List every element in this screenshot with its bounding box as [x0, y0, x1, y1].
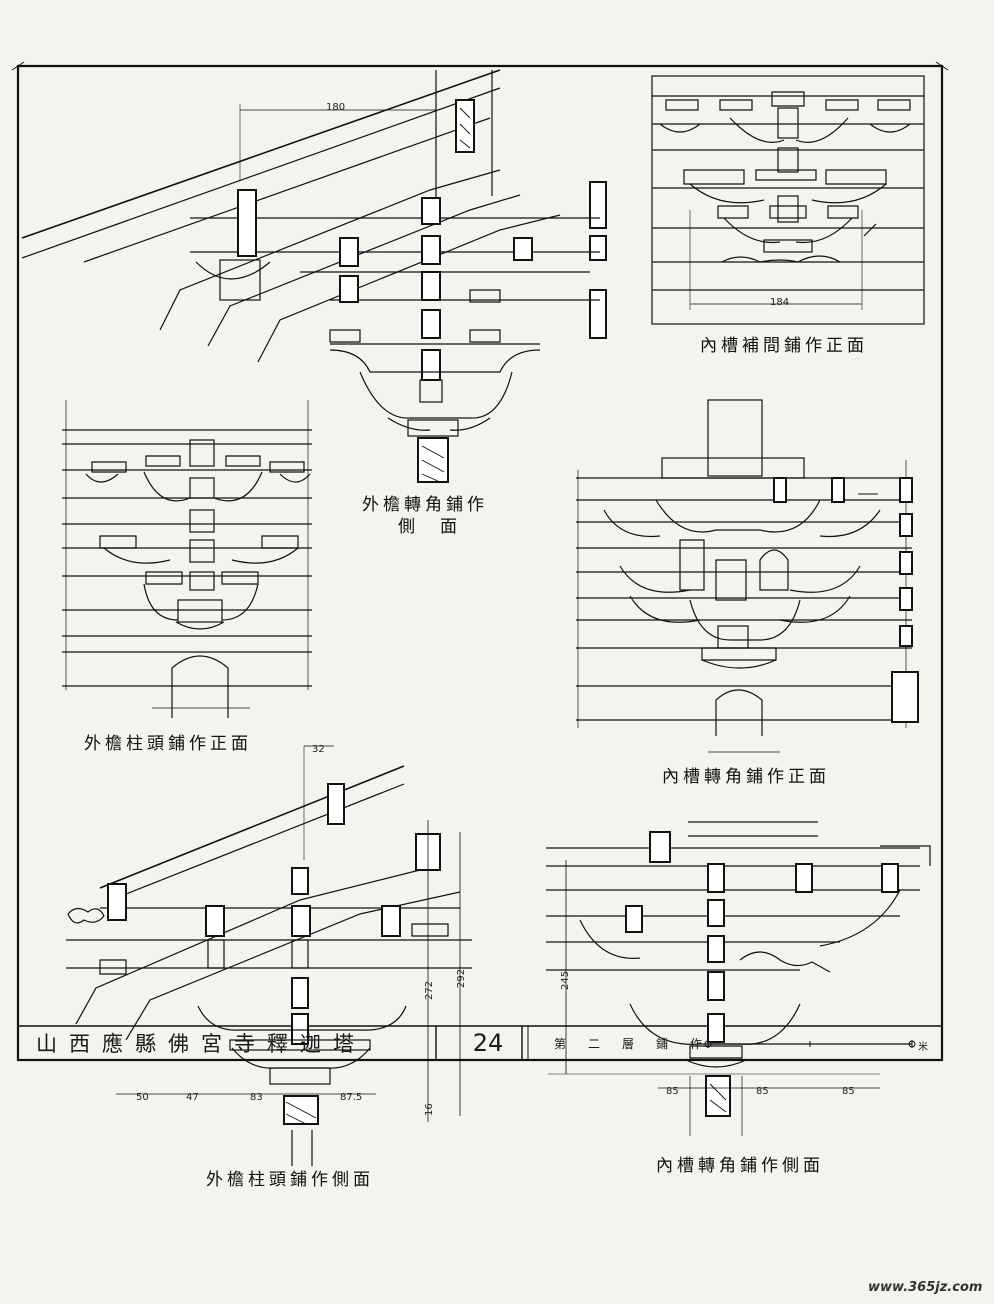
dimension-85-b: 85 — [756, 1086, 769, 1097]
dimension-16: 16 — [424, 1103, 435, 1116]
dimension-47: 47 — [186, 1092, 199, 1103]
sheet-frame — [11, 61, 949, 1062]
plate-number: 24 — [472, 1029, 504, 1057]
scale-unit-label: 米 — [918, 1042, 928, 1053]
outer-corner-side-drawing — [21, 69, 607, 483]
dimension-85-c: 85 — [842, 1086, 855, 1097]
dimension-83: 83 — [250, 1092, 263, 1103]
outer-column-front-drawing — [62, 400, 312, 718]
title-block: 山西應縣佛宮寺釋迦塔 24 第二層鋪作 — [18, 1026, 942, 1060]
dimension-272: 272 — [424, 980, 435, 1000]
dimension-245: 245 — [560, 970, 571, 990]
dimension-32: 32 — [312, 744, 325, 755]
outer-corner-side-label: 外檐轉角鋪作 — [362, 495, 488, 515]
inner-intercol-front-label: 內槽補間鋪作正面 — [700, 336, 868, 356]
outer-column-side-drawing — [66, 745, 472, 1166]
inner-intercol-front-drawing — [651, 75, 925, 325]
dimension-85-a: 85 — [666, 1086, 679, 1097]
dimension-180: 180 — [326, 102, 346, 113]
outer-column-side-label: 外檐柱頭鋪作側面 — [206, 1170, 374, 1190]
watermark: www.365jz.com — [868, 1280, 983, 1295]
dimension-87-5: 87.5 — [340, 1092, 363, 1103]
dimension-184: 184 — [770, 297, 790, 308]
dimension-50: 50 — [136, 1092, 149, 1103]
dimension-292: 292 — [456, 968, 467, 988]
sheet-subtitle: 第二層鋪作 — [554, 1036, 725, 1051]
inner-corner-front-label: 內槽轉角鋪作正面 — [662, 767, 830, 787]
outer-corner-side-label-2: 側 面 — [398, 517, 461, 537]
inner-corner-side-drawing — [546, 821, 931, 1136]
inner-corner-side-label: 內槽轉角鋪作側面 — [656, 1156, 824, 1176]
outer-column-front-label: 外檐柱頭鋪作正面 — [84, 734, 252, 754]
inner-corner-front-drawing — [576, 399, 919, 753]
sheet-title: 山西應縣佛宮寺釋迦塔 — [36, 1032, 366, 1056]
